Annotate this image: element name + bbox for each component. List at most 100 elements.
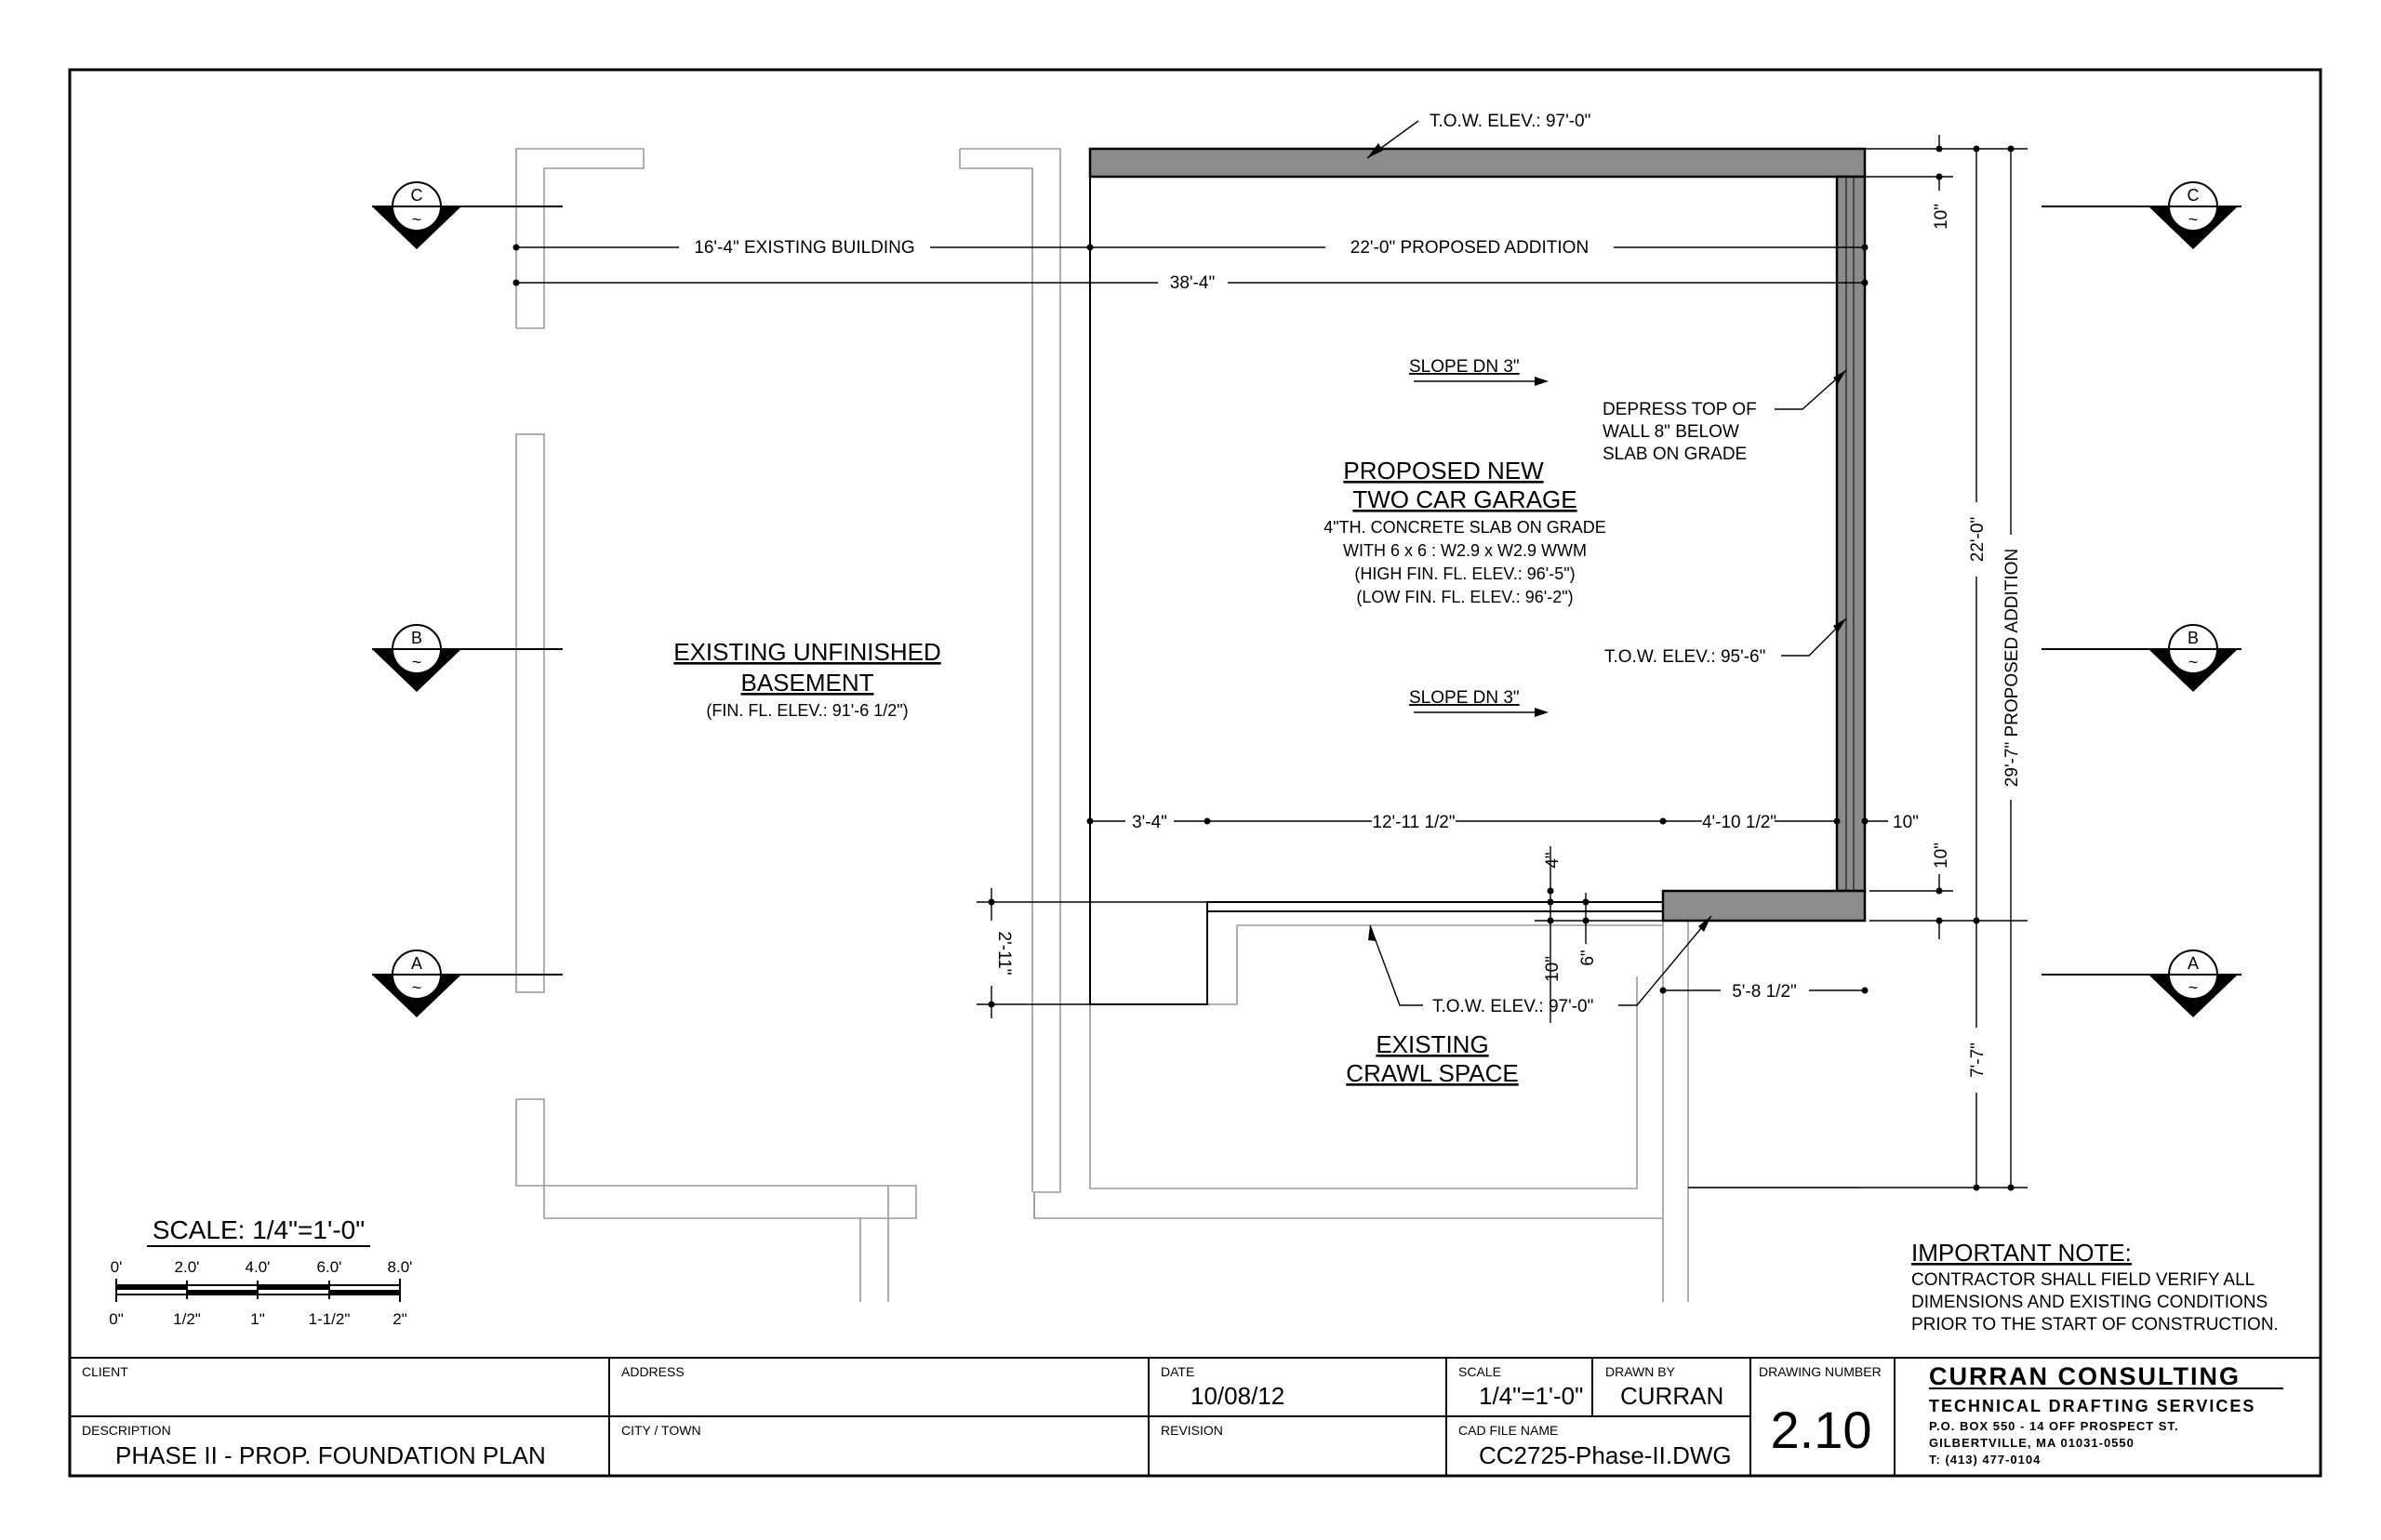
overall-dim: 38'-4": [1170, 273, 1215, 293]
slope-note-1: SLOPE DN 3": [1409, 357, 1520, 377]
tow-bottom-note: T.O.W. ELEV.: 97'-0": [1432, 997, 1593, 1016]
right-wall: [1835, 175, 1867, 893]
small-dim-4: 4": [1543, 852, 1563, 868]
scale-top-3: 6.0': [317, 1258, 342, 1276]
important-note-line-1: CONTRACTOR SHALL FIELD VERIFY ALL: [1911, 1270, 2255, 1290]
section-label-c-right: C: [2188, 186, 2200, 205]
drawing-text: T.O.W. ELEV.: 97'-0" 16'-4" EXISTING BUI…: [82, 112, 2279, 1469]
scale-bot-3: 1-1/2": [309, 1310, 351, 1328]
small-dim-10: 10": [1543, 956, 1563, 982]
right-bottom-dim-b: 7'-7": [1968, 1042, 1988, 1078]
scale-top-0: 0': [111, 1258, 123, 1276]
scale-bot-1: 1/2": [173, 1310, 201, 1328]
scale-title: SCALE: 1/4"=1'-0": [153, 1215, 365, 1244]
section-tilde-b-left: ~: [412, 653, 422, 671]
garage-title-1: PROPOSED NEW: [1343, 457, 1544, 485]
important-note-line-2: DIMENSIONS AND EXISTING CONDITIONS: [1911, 1293, 2268, 1312]
tow-right-note: T.O.W. ELEV.: 95'-6": [1604, 647, 1765, 667]
description-label: DESCRIPTION: [82, 1423, 171, 1438]
scale-bot-4: 2": [392, 1310, 407, 1328]
depress-note-3: SLAB ON GRADE: [1603, 445, 1747, 464]
garage-note-1: 4"TH. CONCRETE SLAB ON GRADE: [1324, 518, 1605, 537]
depress-note-2: WALL 8" BELOW: [1603, 422, 1739, 442]
seg-dim-2: 12'-11 1/2": [1372, 813, 1455, 832]
date-value: 10/08/12: [1190, 1382, 1284, 1410]
address-label: ADDRESS: [621, 1364, 685, 1379]
right-top-dim: 10": [1932, 204, 1951, 230]
right-overall-dim: 29'-7" PROPOSED ADDITION: [2002, 549, 2022, 787]
drawing-number-label: DRAWING NUMBER: [1759, 1364, 1882, 1379]
existing-building-walls: [515, 148, 1860, 1302]
cad-value: CC2725-Phase-II.DWG: [1479, 1441, 1732, 1469]
basement-title-1: EXISTING UNFINISHED: [673, 638, 940, 666]
slope-note-2: SLOPE DN 3": [1409, 688, 1520, 708]
scale-bar: [115, 1245, 401, 1302]
depress-note-1: DEPRESS TOP OF: [1603, 400, 1757, 419]
top-wall: [1088, 147, 1867, 179]
sheet-border: [68, 68, 2322, 1478]
section-label-b-left: B: [411, 629, 422, 647]
company-phone: T: (413) 477-0104: [1929, 1453, 2041, 1467]
seg-dim-1: 3'-4": [1132, 813, 1167, 832]
drawn-label: DRAWN BY: [1605, 1364, 1676, 1379]
date-label: DATE: [1161, 1364, 1194, 1379]
proposed-addition-dim: 22'-0" PROPOSED ADDITION: [1350, 238, 1589, 258]
city-label: CITY / TOWN: [621, 1423, 701, 1438]
section-label-a-left: A: [411, 954, 422, 973]
drawn-value: CURRAN: [1620, 1382, 1723, 1410]
company-name: CURRAN CONSULTING: [1929, 1362, 2241, 1390]
scale-label: SCALE: [1458, 1364, 1501, 1379]
garage-title-2: TWO CAR GARAGE: [1352, 485, 1576, 513]
company-address-1: P.O. BOX 550 - 14 OFF PROSPECT ST.: [1929, 1419, 2179, 1433]
drawing-number: 2.10: [1771, 1401, 1872, 1459]
section-tilde-c-left: ~: [412, 210, 422, 229]
small-dim-6: 6": [1578, 949, 1598, 965]
important-note-line-3: PRIOR TO THE START OF CONSTRUCTION.: [1911, 1315, 2279, 1334]
garage-note-3: (HIGH FIN. FL. ELEV.: 96'-5"): [1354, 564, 1575, 583]
seg-dim-3: 4'-10 1/2": [1702, 813, 1776, 832]
basement-note: (FIN. FL. ELEV.: 91'-6 1/2"): [706, 701, 908, 720]
scale-top-4: 8.0': [388, 1258, 413, 1276]
section-tilde-a-left: ~: [412, 978, 422, 997]
scale-top-2: 4.0': [246, 1258, 271, 1276]
description-value: PHASE II - PROP. FOUNDATION PLAN: [115, 1441, 546, 1469]
tow-top-note: T.O.W. ELEV.: 97'-0": [1430, 112, 1590, 131]
section-tilde-a-right: ~: [2188, 978, 2199, 997]
important-note-title: IMPORTANT NOTE:: [1911, 1239, 2132, 1267]
dimension-lines: [512, 135, 2028, 1191]
scale-value: 1/4"=1'-0": [1479, 1382, 1583, 1410]
revision-label: REVISION: [1161, 1423, 1223, 1438]
scale-bot-0: 0": [109, 1310, 124, 1328]
leader-lines: [1366, 120, 1847, 1006]
garage-note-4: (LOW FIN. FL. ELEV.: 96'-2"): [1356, 588, 1573, 606]
section-b-right: [2042, 624, 2241, 692]
section-markers: [372, 181, 2241, 1017]
existing-building-dim: 16'-4" EXISTING BUILDING: [694, 238, 914, 258]
garage-note-2: WITH 6 x 6 : W2.9 x W2.9 WWM: [1343, 541, 1587, 560]
title-block: [70, 1357, 2321, 1476]
scale-bot-2: 1": [250, 1310, 265, 1328]
section-label-a-right: A: [2188, 954, 2199, 973]
section-tilde-b-right: ~: [2188, 653, 2199, 671]
section-a-left: [372, 949, 563, 1017]
left-step-dim: 2'-11": [994, 932, 1014, 976]
company-sub: TECHNICAL DRAFTING SERVICES: [1929, 1397, 2255, 1415]
basement-title-2: BASEMENT: [740, 669, 873, 697]
client-label: CLIENT: [82, 1364, 128, 1379]
bottom-wall-dim: 5'-8 1/2": [1732, 982, 1797, 1002]
seg-dim-4: 10": [1893, 813, 1919, 832]
crawl-title-1: EXISTING: [1376, 1030, 1488, 1058]
bottom-right-wall: [1661, 889, 1867, 923]
section-label-b-right: B: [2188, 629, 2199, 647]
cad-label: CAD FILE NAME: [1458, 1423, 1558, 1438]
section-c-left: [372, 181, 563, 249]
section-b-left: [372, 624, 563, 692]
section-c-right: [2042, 181, 2241, 249]
section-label-c-left: C: [411, 186, 423, 205]
crawl-title-2: CRAWL SPACE: [1346, 1059, 1518, 1087]
company-address-2: GILBERTVILLE, MA 01031-0550: [1929, 1436, 2135, 1450]
right-mid-dim: 22'-0": [1968, 517, 1988, 562]
right-bottom-dim-a: 10": [1932, 843, 1951, 869]
section-a-right: [2042, 949, 2241, 1017]
